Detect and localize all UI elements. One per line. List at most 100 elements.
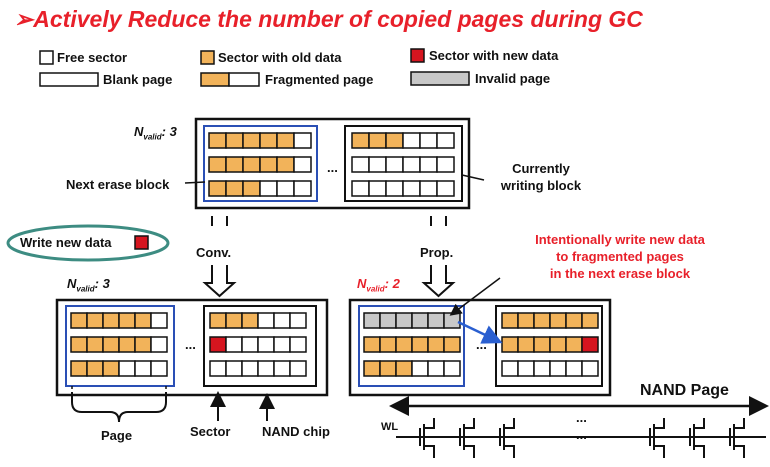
- page-row: [70, 336, 168, 353]
- sector-cell: [419, 180, 438, 197]
- intentional-label-1: Intentionally write new data: [535, 232, 705, 247]
- wordline-ellipsis-2: ...: [576, 427, 587, 442]
- slide-title: ➢Actively Reduce the number of copied pa…: [14, 6, 643, 33]
- sector-cell: [257, 360, 275, 377]
- sector-cell: [118, 360, 136, 377]
- sector-cell: [134, 312, 152, 329]
- sector-cell: [102, 312, 120, 329]
- legend-fragmented-page-label: Fragmented page: [265, 72, 374, 87]
- sector-cell: [293, 132, 312, 149]
- page-brace-guides: [71, 386, 167, 392]
- page-row: [351, 132, 455, 149]
- sector-cell: [368, 180, 387, 197]
- title-text: Actively Reduce the number of copied pag…: [33, 6, 643, 32]
- sector-cell: [533, 312, 551, 329]
- sector-cell: [209, 312, 227, 329]
- page-row: [363, 336, 461, 353]
- top-nvalid-label: Nvalid: 3: [134, 124, 177, 142]
- sector-cell: [395, 312, 413, 329]
- sector-cell: [549, 360, 567, 377]
- sector-cell: [225, 180, 244, 197]
- sector-cell: [241, 360, 259, 377]
- top-erase-block-pages: [208, 132, 312, 197]
- sector-cell: [225, 312, 243, 329]
- top-ellipsis: ...: [327, 160, 338, 175]
- sector-cell: [368, 156, 387, 173]
- sector-cell: [118, 336, 136, 353]
- sector-cell: [443, 336, 461, 353]
- top-writing-block-pages: [351, 132, 455, 197]
- sector-cell: [257, 336, 275, 353]
- nand-chip-label: NAND chip: [262, 424, 330, 439]
- sector-cell: [402, 180, 421, 197]
- sector-cell: [368, 132, 387, 149]
- page-brace: [71, 392, 167, 423]
- legend-new-sector-swatch: [410, 48, 425, 63]
- right-next-erase-outline: [358, 305, 465, 387]
- sector-cell: [427, 360, 445, 377]
- sector-cell: [427, 336, 445, 353]
- sector-label: Sector: [190, 424, 231, 439]
- sector-cell: [209, 336, 227, 353]
- transistor-symbol: [459, 418, 475, 458]
- page-row: [208, 132, 312, 149]
- sector-cell: [86, 312, 104, 329]
- sector-cell: [565, 360, 583, 377]
- write-new-data-ellipse: [6, 224, 170, 262]
- prop-label: Prop.: [420, 245, 454, 260]
- sector-cell: [427, 312, 445, 329]
- transistor-symbol: [689, 418, 705, 458]
- sector-cell: [517, 312, 535, 329]
- sector-cell: [581, 336, 599, 353]
- sector-cell: [443, 312, 461, 329]
- transistor-symbol: [729, 418, 745, 458]
- sector-cell: [395, 336, 413, 353]
- sector-cell: [533, 360, 551, 377]
- page-row: [363, 360, 461, 377]
- sector-cell: [581, 312, 599, 329]
- left-next-erase-outline: [65, 305, 175, 387]
- sector-cell: [289, 336, 307, 353]
- sector-cell: [102, 336, 120, 353]
- sector-cell: [402, 156, 421, 173]
- sector-cell: [241, 336, 259, 353]
- transistor-symbol: [499, 418, 515, 458]
- sector-cell: [379, 336, 397, 353]
- nand-page-label: NAND Page: [640, 382, 729, 399]
- sector-cell: [225, 360, 243, 377]
- currently-writing-label-1: Currently: [512, 161, 570, 176]
- currently-writing-label-2: writing block: [500, 178, 582, 193]
- legend-fragmented-page-swatch: [200, 72, 260, 87]
- sector-cell: [259, 132, 278, 149]
- page-row: [351, 156, 455, 173]
- transistor-symbol: [419, 418, 435, 458]
- sector-cell: [385, 132, 404, 149]
- page-row: [208, 180, 312, 197]
- sector-cell: [436, 180, 455, 197]
- top-next-erase-outline: [203, 125, 318, 202]
- legend-invalid-page-label: Invalid page: [475, 71, 551, 86]
- sector-cell: [276, 180, 295, 197]
- conv-down-arrow: [202, 216, 237, 298]
- sector-cell: [549, 336, 567, 353]
- sector-cell: [289, 312, 307, 329]
- write-new-data-label: Write new data: [20, 235, 112, 250]
- sector-cell: [565, 336, 583, 353]
- sector-cell: [259, 180, 278, 197]
- left-writing-block-pages: [209, 312, 307, 377]
- sector-cell: [273, 312, 291, 329]
- sector-cell: [395, 360, 413, 377]
- page-row: [501, 336, 599, 353]
- left-erase-block-pages: [70, 312, 168, 377]
- intentional-pointer: [449, 277, 501, 316]
- legend-free-sector-swatch: [39, 50, 54, 65]
- next-erase-block-label: Next erase block: [66, 177, 170, 192]
- sector-cell: [276, 156, 295, 173]
- wordline-transistor-array: [396, 418, 766, 458]
- conv-label: Conv.: [196, 245, 232, 260]
- sector-cell: [225, 132, 244, 149]
- wordline-ellipsis-1: ...: [576, 410, 587, 425]
- sector-cell: [134, 336, 152, 353]
- sector-cell: [134, 360, 152, 377]
